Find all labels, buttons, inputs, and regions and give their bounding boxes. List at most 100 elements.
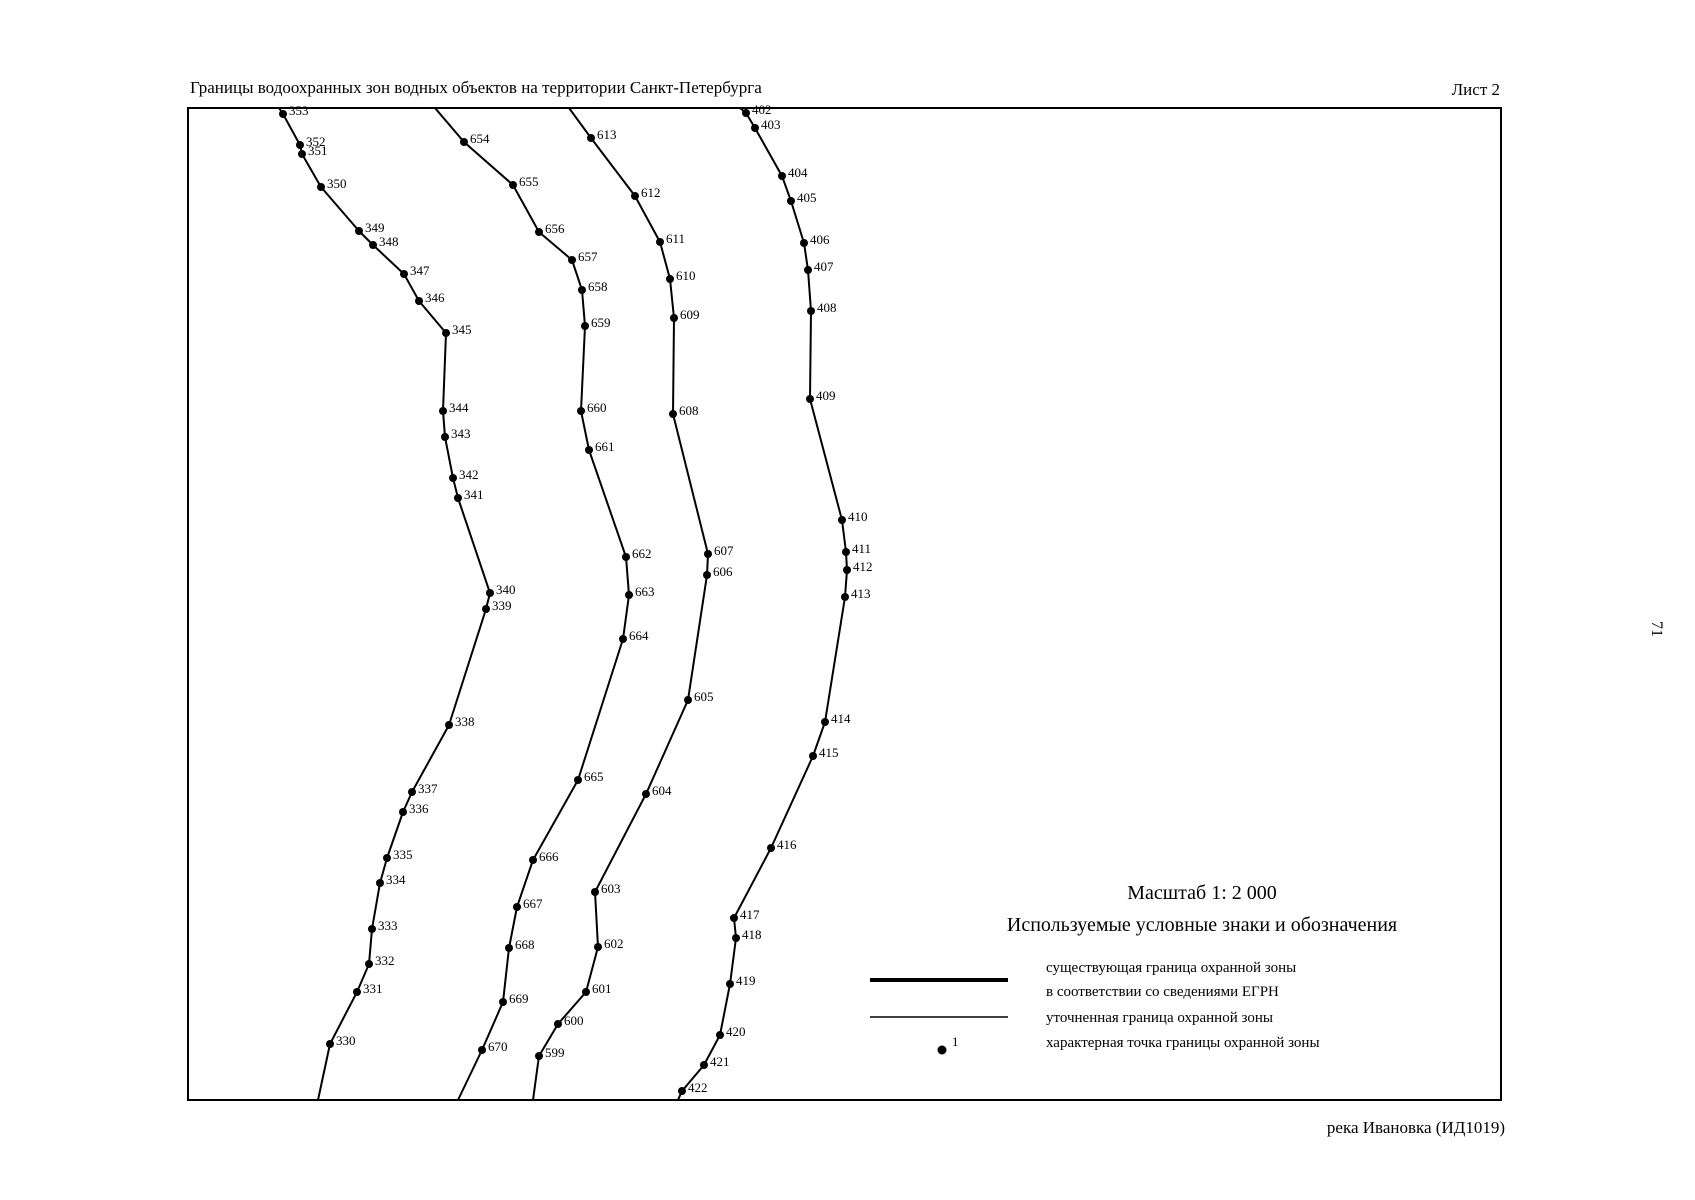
point-label-668: 668	[515, 937, 535, 952]
boundary-point-660	[577, 407, 585, 415]
boundary-point-340	[486, 589, 494, 597]
boundary-point-599	[535, 1052, 543, 1060]
point-label-421: 421	[710, 1054, 730, 1069]
map-frame	[187, 107, 1502, 1101]
point-label-654: 654	[470, 131, 490, 146]
point-label-662: 662	[632, 546, 652, 561]
boundary-point-412	[843, 566, 851, 574]
point-label-412: 412	[853, 559, 873, 574]
point-label-604: 604	[652, 783, 672, 798]
point-label-410: 410	[848, 509, 868, 524]
map-title: Границы водоохранных зон водных объектов…	[190, 78, 762, 97]
boundary-point-333	[368, 925, 376, 933]
point-label-670: 670	[488, 1039, 508, 1054]
boundary-point-600	[554, 1020, 562, 1028]
point-label-334: 334	[386, 872, 406, 887]
boundary-point-353	[279, 110, 287, 118]
point-label-601: 601	[592, 981, 612, 996]
point-label-340: 340	[496, 582, 516, 597]
point-label-660: 660	[587, 400, 607, 415]
point-label-599: 599	[545, 1045, 565, 1060]
boundary-lines: 3533523513503493483473463453443433423413…	[278, 102, 873, 1101]
point-label-350: 350	[327, 176, 347, 191]
boundary-point-413	[841, 593, 849, 601]
point-label-605: 605	[694, 689, 714, 704]
boundary-point-351	[298, 150, 306, 158]
boundary-point-349	[355, 227, 363, 235]
boundary-point-419	[726, 980, 734, 988]
point-label-349: 349	[365, 220, 385, 235]
point-label-342: 342	[459, 467, 479, 482]
point-label-408: 408	[817, 300, 837, 315]
boundary-point-414	[821, 718, 829, 726]
boundary-point-347	[400, 270, 408, 278]
boundary-point-667	[513, 903, 521, 911]
boundary-point-341	[454, 494, 462, 502]
boundary-point-336	[399, 808, 407, 816]
boundary-point-609	[670, 314, 678, 322]
boundary-point-402	[742, 109, 750, 117]
point-label-345: 345	[452, 322, 472, 337]
boundary-point-411	[842, 548, 850, 556]
legend: Масштаб 1: 2 000 Используемые условные з…	[870, 882, 1397, 1055]
point-label-406: 406	[810, 232, 830, 247]
point-label-666: 666	[539, 849, 559, 864]
legend-existing-text-1: существующая граница охранной зоны	[1046, 960, 1296, 976]
point-label-414: 414	[831, 711, 851, 726]
boundary-point-335	[383, 854, 391, 862]
point-label-335: 335	[393, 847, 413, 862]
point-label-422: 422	[688, 1080, 708, 1095]
legend-point-text: характерная точка границы охранной зоны	[1046, 1035, 1320, 1051]
boundary-point-669	[499, 998, 507, 1006]
boundary-point-339	[482, 605, 490, 613]
point-label-613: 613	[597, 127, 617, 142]
point-label-420: 420	[726, 1024, 746, 1039]
boundary-point-406	[800, 239, 808, 247]
boundary-point-661	[585, 446, 593, 454]
point-label-341: 341	[464, 487, 484, 502]
point-label-610: 610	[676, 268, 696, 283]
boundary-point-404	[778, 172, 786, 180]
boundary-point-665	[574, 776, 582, 784]
boundary-point-663	[625, 591, 633, 599]
point-label-403: 403	[761, 117, 781, 132]
point-label-609: 609	[680, 307, 700, 322]
boundary-point-421	[700, 1061, 708, 1069]
boundary-point-666	[529, 856, 537, 864]
legend-title: Используемые условные знаки и обозначени…	[1007, 914, 1397, 936]
point-label-402: 402	[752, 102, 772, 117]
boundary-point-416	[767, 844, 775, 852]
boundary-point-330	[326, 1040, 334, 1048]
point-label-607: 607	[714, 543, 734, 558]
boundary-point-408	[807, 307, 815, 315]
point-label-332: 332	[375, 953, 395, 968]
point-label-600: 600	[564, 1013, 584, 1028]
legend-point-number: 1	[952, 1034, 959, 1049]
boundary-point-343	[441, 433, 449, 441]
boundary-point-659	[581, 322, 589, 330]
boundary-line-3	[532, 107, 709, 1101]
point-label-612: 612	[641, 185, 661, 200]
point-label-409: 409	[816, 388, 836, 403]
boundary-point-613	[587, 134, 595, 142]
boundary-point-348	[369, 241, 377, 249]
point-label-657: 657	[578, 249, 598, 264]
point-label-352: 352	[306, 134, 326, 149]
point-label-664: 664	[629, 628, 649, 643]
boundary-point-422	[678, 1087, 686, 1095]
point-label-655: 655	[519, 174, 539, 189]
point-label-415: 415	[819, 745, 839, 760]
point-label-659: 659	[591, 315, 611, 330]
boundary-point-345	[442, 329, 450, 337]
boundary-point-602	[594, 943, 602, 951]
boundary-point-403	[751, 124, 759, 132]
point-label-611: 611	[666, 231, 685, 246]
point-label-333: 333	[378, 918, 398, 933]
boundary-point-657	[568, 256, 576, 264]
boundary-point-352	[296, 141, 304, 149]
point-label-407: 407	[814, 259, 834, 274]
boundary-point-658	[578, 286, 586, 294]
point-label-667: 667	[523, 896, 543, 911]
boundary-point-604	[642, 790, 650, 798]
point-label-656: 656	[545, 221, 565, 236]
